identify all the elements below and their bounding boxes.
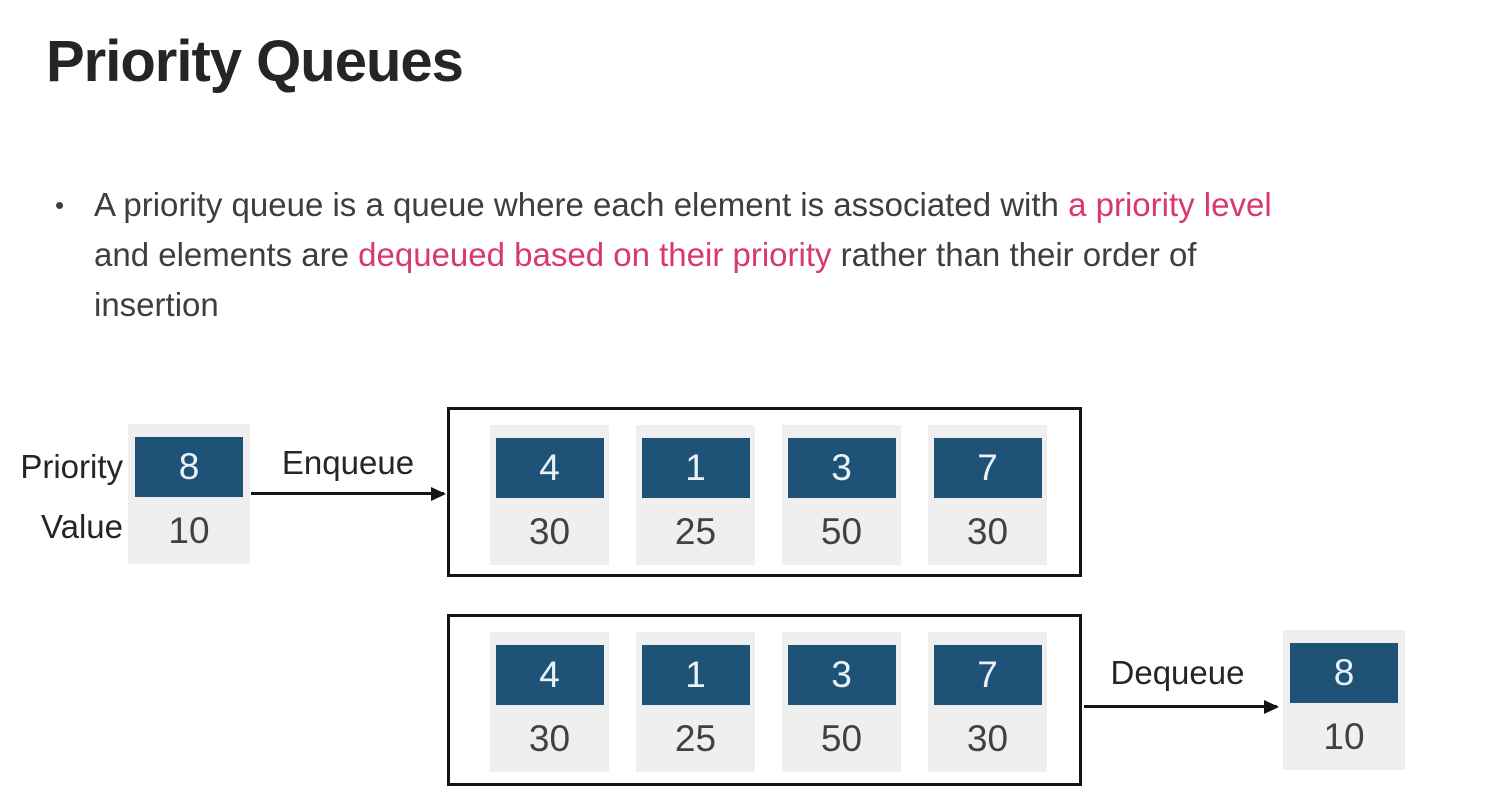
queue-element-priority: 1 bbox=[641, 645, 750, 705]
page-title: Priority Queues bbox=[46, 29, 464, 94]
queue-element-value: 30 bbox=[528, 510, 571, 552]
dequeued-element-priority: 8 bbox=[1290, 643, 1398, 703]
bullet-line: A priority queue is a queue where each e… bbox=[94, 180, 1272, 230]
queue-element-priority: 4 bbox=[495, 645, 604, 705]
queue-element-value: 50 bbox=[820, 717, 863, 759]
bullet-paragraph: A priority queue is a queue where each e… bbox=[94, 180, 1272, 330]
queue-element-priority: 1 bbox=[641, 438, 750, 498]
bullet-line: insertion bbox=[94, 280, 1272, 330]
enqueue-arrow bbox=[251, 492, 444, 495]
dequeue-label: Dequeue bbox=[1110, 654, 1245, 691]
queue-element-value: 25 bbox=[674, 510, 717, 552]
queue-element-value: 30 bbox=[966, 717, 1009, 759]
bullet-line: and elements are dequeued based on their… bbox=[94, 230, 1272, 280]
queue-element-value: 25 bbox=[674, 717, 717, 759]
queue-element-priority: 3 bbox=[787, 438, 896, 498]
queue-element-priority: 7 bbox=[933, 645, 1042, 705]
plain-text: insertion bbox=[94, 286, 219, 323]
incoming-element-priority: 8 bbox=[135, 437, 243, 497]
plain-text: and elements are bbox=[94, 236, 359, 273]
queue-element-priority: 7 bbox=[933, 438, 1042, 498]
highlighted-text: dequeued based on their priority bbox=[358, 236, 832, 273]
value-axis-label: Value bbox=[41, 508, 123, 545]
queue-element-value: 30 bbox=[966, 510, 1009, 552]
dequeue-arrow bbox=[1084, 705, 1277, 708]
enqueue-label: Enqueue bbox=[281, 444, 415, 481]
plain-text: rather than their order of bbox=[831, 236, 1197, 273]
queue-element-value: 50 bbox=[820, 510, 863, 552]
highlighted-text: a priority level bbox=[1068, 186, 1272, 223]
queue-element-priority: 4 bbox=[495, 438, 604, 498]
dequeued-element-value: 10 bbox=[1323, 715, 1365, 757]
dequeued-element-card: 8 10 bbox=[1283, 630, 1405, 770]
incoming-element-card: 8 10 bbox=[128, 424, 250, 564]
incoming-element-value: 10 bbox=[168, 509, 210, 551]
bullet-item: • A priority queue is a queue where each… bbox=[55, 180, 1455, 330]
plain-text: A priority queue is a queue where each e… bbox=[94, 186, 1069, 223]
queue-element-value: 30 bbox=[528, 717, 571, 759]
queue-element-priority: 3 bbox=[787, 645, 896, 705]
bullet-marker: • bbox=[55, 190, 65, 220]
priority-axis-label: Priority bbox=[20, 448, 123, 485]
